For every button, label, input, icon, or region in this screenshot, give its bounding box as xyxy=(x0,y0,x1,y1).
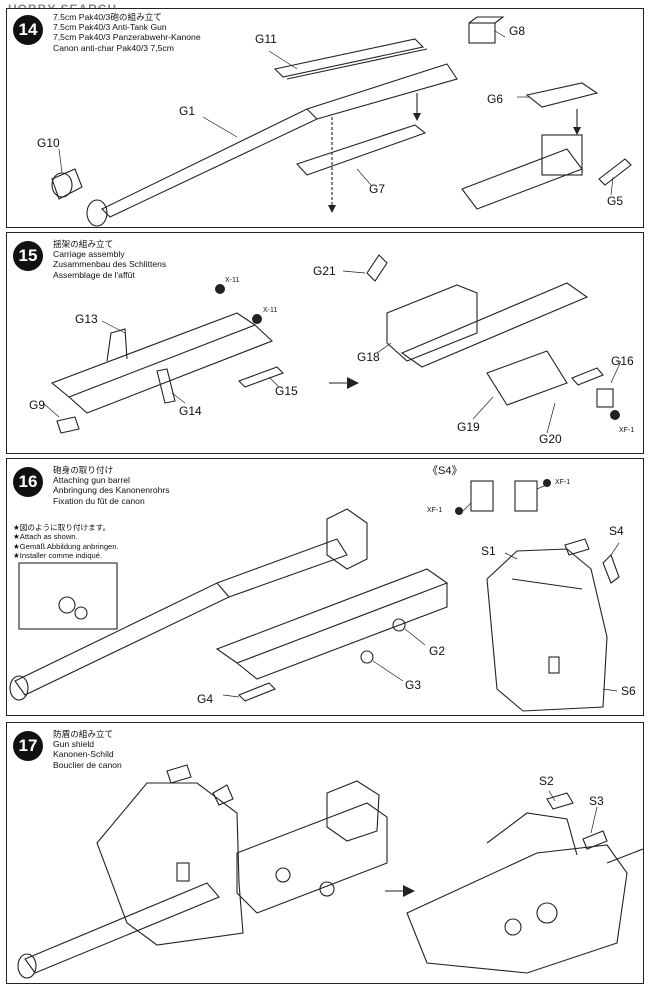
paint-code-xf1-b: XF-1 xyxy=(555,479,571,486)
paint-code-xf1: XF-1 xyxy=(619,427,635,434)
step-17-title: 防盾の組み立て Gun shield Kanonen-Schild Boucli… xyxy=(53,729,122,770)
step-17-panel: 17 防盾の組み立て Gun shield Kanonen-Schild Bou… xyxy=(6,722,644,984)
step-16-title: 砲身の取り付け Attaching gun barrel Anbringung … xyxy=(53,465,170,506)
part-label-g19: G19 xyxy=(457,420,480,434)
part-label-s1: S1 xyxy=(481,544,496,558)
step-15-title: 揺架の組み立て Carriage assembly Zusammenbau de… xyxy=(53,239,167,280)
part-label-g8: G8 xyxy=(509,24,526,38)
part-label-g10: G10 xyxy=(37,136,60,150)
step-17-illustration xyxy=(17,764,643,979)
step-15-number: 15 xyxy=(13,241,43,271)
step-14-number: 14 xyxy=(13,15,43,45)
subassembly-label-s4: 《S4》 xyxy=(427,465,463,477)
part-label-s3: S3 xyxy=(589,794,604,808)
step-14-title: 7.5cm Pak40/3砲の組み立て 7.5cm Pak40/3 Anti-T… xyxy=(53,12,201,53)
part-label-g16: G16 xyxy=(611,354,634,368)
part-label-g2: G2 xyxy=(429,644,446,658)
part-label-s6: S6 xyxy=(621,684,636,698)
part-label-g21: G21 xyxy=(313,264,336,278)
paint-code-x11-1: X-11 xyxy=(225,277,240,284)
part-label-g6: G6 xyxy=(487,92,504,106)
step-17-number: 17 xyxy=(13,731,43,761)
part-label-s2: S2 xyxy=(539,774,554,788)
part-label-g18: G18 xyxy=(357,350,380,364)
paint-code-xf1-a: XF-1 xyxy=(427,507,443,514)
part-label-g20: G20 xyxy=(539,432,562,446)
part-label-g14: G14 xyxy=(179,404,202,418)
part-label-g11: G11 xyxy=(255,32,277,46)
part-label-g1: G1 xyxy=(179,104,196,118)
part-label-g3: G3 xyxy=(405,678,422,692)
part-label-g7: G7 xyxy=(369,182,386,196)
step-16-illustration xyxy=(9,479,620,712)
part-label-s4: S4 xyxy=(609,524,624,538)
part-label-g13: G13 xyxy=(75,312,98,326)
paint-code-x11-2: X-11 xyxy=(263,307,278,314)
step-14-illustration xyxy=(51,16,632,227)
step-14-panel: 14 7.5cm Pak40/3砲の組み立て 7.5cm Pak40/3 Ant… xyxy=(6,8,644,228)
step-16-panel: 16 砲身の取り付け Attaching gun barrel Anbringu… xyxy=(6,458,644,716)
part-label-g4: G4 xyxy=(197,692,214,706)
part-label-g5: G5 xyxy=(607,194,624,208)
step-15-illustration xyxy=(42,254,622,434)
step-15-panel: 15 揺架の組み立て Carriage assembly Zusammenbau… xyxy=(6,232,644,454)
step-16-number: 16 xyxy=(13,467,43,497)
part-label-g9: G9 xyxy=(29,398,46,412)
part-label-g15: G15 xyxy=(275,384,298,398)
step-16-notes: ★図のように取り付けます。 ★Attach as shown. ★Gemäß A… xyxy=(13,523,119,561)
